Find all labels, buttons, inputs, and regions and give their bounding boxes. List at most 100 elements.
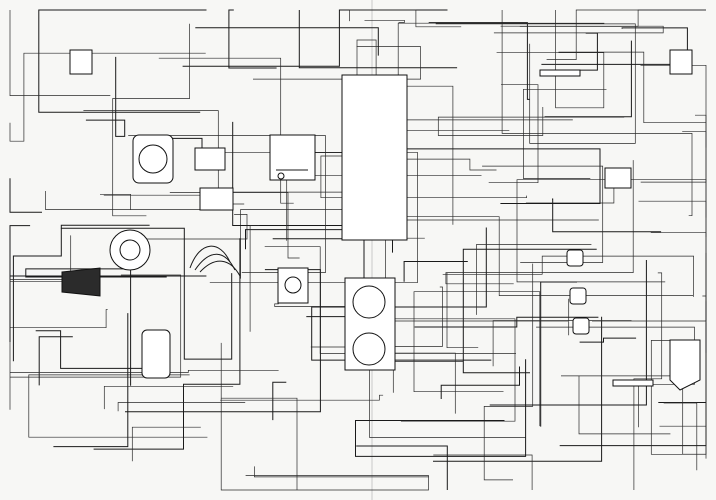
wire — [578, 375, 671, 435]
wire — [182, 9, 448, 67]
wire — [413, 291, 541, 427]
wire — [414, 316, 599, 328]
wire — [682, 131, 707, 218]
wire — [525, 188, 615, 204]
instrument-cluster-icon — [344, 277, 396, 371]
wire — [516, 179, 707, 283]
wire — [311, 227, 492, 361]
wire — [60, 227, 233, 360]
wire — [544, 40, 632, 118]
wire — [10, 369, 279, 373]
wire — [445, 160, 634, 285]
tail-lamp-icon — [669, 339, 701, 391]
headlamp-right-icon — [669, 49, 693, 75]
relay-block-icon — [566, 249, 590, 335]
fuse-box-icon — [341, 74, 408, 241]
wire — [579, 337, 637, 343]
wire — [310, 346, 526, 438]
heater-fan-icon — [277, 267, 309, 304]
wire — [53, 313, 129, 448]
wire — [35, 330, 153, 369]
wire — [540, 281, 577, 427]
wire — [85, 56, 126, 137]
wire — [253, 46, 421, 80]
wire — [650, 232, 707, 297]
wire — [433, 316, 603, 462]
wire — [640, 64, 707, 148]
wire — [131, 426, 201, 462]
connector-strip-icon — [539, 69, 654, 387]
battery-icon — [269, 134, 316, 181]
wire — [496, 10, 605, 109]
starter-motor-icon — [141, 329, 171, 379]
wire — [112, 23, 190, 217]
wire — [403, 85, 454, 225]
wire — [428, 22, 530, 100]
wiper-motor-icon — [604, 167, 632, 189]
wire — [9, 235, 77, 283]
wire — [9, 178, 42, 213]
wire — [536, 326, 695, 428]
wire — [640, 114, 707, 183]
wire — [558, 51, 706, 124]
wire — [576, 32, 598, 71]
wire — [552, 198, 662, 233]
wire — [195, 27, 379, 56]
wire — [103, 385, 234, 410]
wire — [476, 244, 592, 315]
ignition-coil-icon — [199, 187, 234, 211]
headlamp-left-icon — [69, 49, 93, 75]
wire — [158, 57, 294, 204]
wire — [228, 9, 277, 69]
wire — [355, 359, 527, 457]
wire — [523, 88, 607, 179]
wire — [10, 274, 182, 378]
wire — [501, 10, 693, 217]
wire — [220, 394, 384, 401]
wire — [392, 148, 601, 253]
wire — [272, 381, 287, 421]
wire — [638, 200, 707, 302]
wire — [254, 466, 429, 478]
wire — [435, 23, 636, 144]
distributor-icon — [109, 229, 151, 271]
wire — [442, 255, 694, 297]
wire — [385, 237, 456, 414]
wire — [100, 193, 131, 210]
wire — [650, 340, 707, 455]
wire — [9, 52, 206, 142]
spark-plug-leads-icon — [189, 245, 241, 277]
wire — [220, 342, 429, 491]
wire — [541, 27, 688, 65]
wire — [437, 107, 625, 136]
wire — [397, 22, 605, 121]
wire — [546, 9, 706, 60]
wire — [12, 224, 150, 362]
wire — [489, 260, 647, 406]
wire — [240, 209, 392, 279]
wire — [493, 25, 664, 34]
wire — [356, 445, 448, 490]
wire — [364, 19, 405, 23]
wire — [249, 224, 260, 332]
wire — [209, 151, 418, 284]
alternator-icon — [132, 134, 174, 184]
wire — [117, 402, 246, 412]
regulator-icon — [194, 147, 226, 171]
wire — [355, 286, 443, 347]
wire — [462, 248, 597, 374]
wire — [28, 374, 208, 438]
wire — [9, 309, 108, 410]
wire — [433, 454, 533, 490]
wire — [633, 272, 663, 490]
wire — [392, 318, 516, 422]
wire — [9, 10, 111, 96]
wire — [349, 9, 462, 28]
wire — [403, 261, 468, 282]
wire — [482, 165, 604, 263]
wire — [483, 263, 534, 481]
wire — [220, 397, 298, 490]
horn-icon — [61, 267, 101, 297]
